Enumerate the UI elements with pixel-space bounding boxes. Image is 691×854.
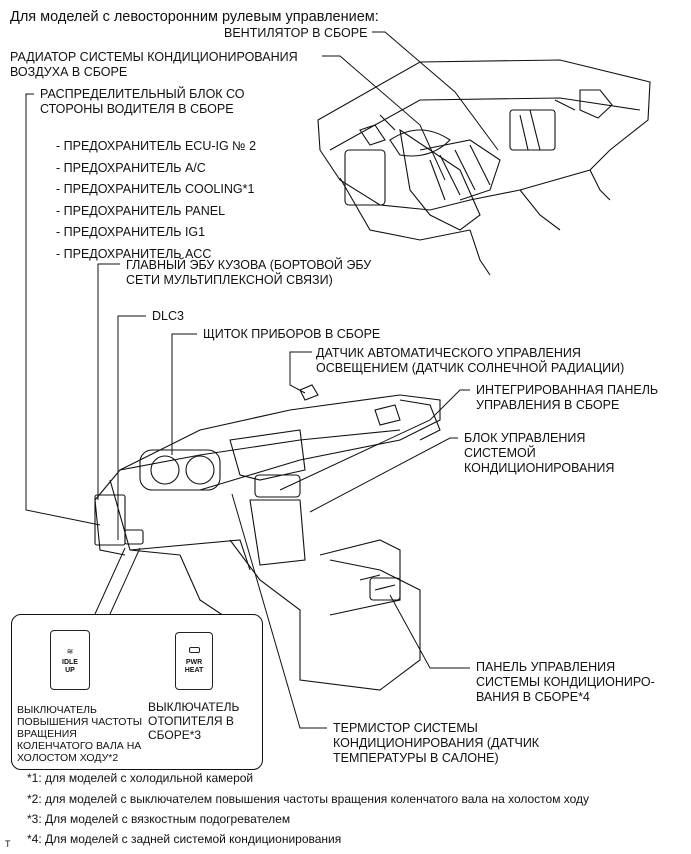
label-rear-ac-panel-line-3: ВАНИЯ В СБОРЕ*4 xyxy=(476,690,590,704)
label-thermistor-line-3: ТЕМПЕРАТУРЫ В САЛОНЕ) xyxy=(333,751,499,765)
label-integrated-panel-line-2: УПРАВЛЕНИЯ В СБОРЕ xyxy=(476,398,620,412)
pwr-heat-indicator-icon xyxy=(189,647,200,653)
label-integrated-panel: ИНТЕГРИРОВАННАЯ ПАНЕЛЬ УПРАВЛЕНИЯ В СБОР… xyxy=(476,383,658,413)
fuse-item: - ПРЕДОХРАНИТЕЛЬ IG1 xyxy=(56,225,206,239)
corner-mark: T xyxy=(5,839,11,849)
pwr-heat-button-line-2: HEAT xyxy=(184,667,204,674)
footnote-4: *4: Для моделей с задней системой кондиц… xyxy=(27,832,342,846)
label-heater-switch: ВЫКЛЮЧАТЕЛЬ ОТОПИТЕЛЯ В СБОРЕ*3 xyxy=(148,700,239,742)
label-idle-up-switch-line-5: ХОЛОСТОМ ХОДУ*2 xyxy=(17,752,119,764)
label-idle-up-switch-line-2: ПОВЫШЕНИЯ ЧАСТОТЫ xyxy=(17,716,143,728)
label-ac-control-unit-line-2: СИСТЕМОЙ xyxy=(464,446,536,460)
label-integrated-panel-line-1: ИНТЕГРИРОВАННАЯ ПАНЕЛЬ xyxy=(476,383,659,397)
label-idle-up-switch-line-4: КОЛЕНЧАТОГО ВАЛА НА xyxy=(17,740,142,752)
leader-lines xyxy=(25,31,499,729)
label-heater-switch-line-2: ОТОПИТЕЛЯ В xyxy=(148,714,234,728)
fuse-item: - ПРЕДОХРАНИТЕЛЬ ECU-IG № 2 xyxy=(56,139,257,153)
upper-dashboard-drawing xyxy=(317,59,651,276)
label-heater-switch-line-3: СБОРЕ*3 xyxy=(148,728,202,742)
fuse-item: - ПРЕДОХРАНИТЕЛЬ PANEL xyxy=(56,203,226,218)
label-thermistor: ТЕРМИСТОР СИСТЕМЫ КОНДИЦИОНИРОВАНИЯ (ДАТ… xyxy=(333,721,539,766)
idle-up-switch-button: ≋ IDLE UP xyxy=(50,630,90,690)
label-combination-meter: ЩИТОК ПРИБОРОВ В СБОРЕ xyxy=(203,327,381,341)
idle-up-button-line-2: UP xyxy=(65,667,75,674)
label-heater-switch-line-1: ВЫКЛЮЧАТЕЛЬ xyxy=(148,700,240,714)
page-heading: Для моделей с левосторонним рулевым упра… xyxy=(10,9,379,25)
label-rear-ac-panel-line-1: ПАНЕЛЬ УПРАВЛЕНИЯ xyxy=(476,660,616,674)
fuse-list: - ПРЕДОХРАНИТЕЛЬ ECU-IG № 2 - ПРЕДОХРАНИ… xyxy=(56,136,256,265)
label-dlc3: DLC3 xyxy=(152,309,184,323)
label-main-body-ecu: ГЛАВНЫЙ ЭБУ КУЗОВА (БОРТОВОЙ ЭБУ СЕТИ МУ… xyxy=(126,258,371,288)
fuse-item: - ПРЕДОХРАНИТЕЛЬ COOLING*1 xyxy=(56,182,255,196)
label-ac-control-unit-line-1: БЛОК УПРАВЛЕНИЯ xyxy=(464,431,586,445)
lower-dashboard-drawing xyxy=(94,384,441,691)
label-light-sensor-line-1: ДАТЧИК АВТОМАТИЧЕСКОГО УПРАВЛЕНИЯ xyxy=(316,346,581,360)
footnote-3: *3: Для моделей с вязкостным подогревате… xyxy=(27,812,291,826)
label-idle-up-switch-line-1: ВЫКЛЮЧАТЕЛЬ xyxy=(17,704,97,716)
label-radiator-line-1: РАДИАТОР СИСТЕМЫ КОНДИЦИОНИРОВАНИЯ xyxy=(10,50,298,64)
pwr-heat-button-line-1: PWR xyxy=(185,659,203,666)
label-light-sensor-line-2: ОСВЕЩЕНИЕМ (ДАТЧИК СОЛНЕЧНОЙ РАДИАЦИИ) xyxy=(316,361,625,375)
label-thermistor-line-1: ТЕРМИСТОР СИСТЕМЫ xyxy=(333,721,478,735)
label-light-sensor: ДАТЧИК АВТОМАТИЧЕСКОГО УПРАВЛЕНИЯ ОСВЕЩЕ… xyxy=(316,346,624,376)
footnote-1: *1: для моделей с холодильной камерой xyxy=(27,771,254,785)
fuse-item: - ПРЕДОХРАНИТЕЛЬ A/C xyxy=(56,160,206,175)
label-main-body-ecu-line-2: СЕТИ МУЛЬТИПЛЕКСНОЙ СВЯЗИ) xyxy=(126,273,333,287)
idle-up-button-line-1: IDLE xyxy=(62,659,78,666)
label-ac-control-unit-line-3: КОНДИЦИОНИРОВАНИЯ xyxy=(464,461,615,475)
label-idle-up-switch: ВЫКЛЮЧАТЕЛЬ ПОВЫШЕНИЯ ЧАСТОТЫ ВРАЩЕНИЯ К… xyxy=(17,704,142,764)
label-junction-block-line-2: СТОРОНЫ ВОДИТЕЛЯ В СБОРЕ xyxy=(40,102,234,116)
label-thermistor-line-2: КОНДИЦИОНИРОВАНИЯ (ДАТЧИК xyxy=(333,736,540,750)
label-rear-ac-panel: ПАНЕЛЬ УПРАВЛЕНИЯ СИСТЕМЫ КОНДИЦИОНИРО- … xyxy=(476,660,655,705)
label-junction-block-line-1: РАСПРЕДЕЛИТЕЛЬНЫЙ БЛОК СО xyxy=(40,87,245,101)
label-fan: ВЕНТИЛЯТОР В СБОРЕ xyxy=(224,26,368,40)
label-ac-control-unit: БЛОК УПРАВЛЕНИЯ СИСТЕМОЙ КОНДИЦИОНИРОВАН… xyxy=(464,431,614,476)
footnote-2: *2: для моделей с выключателем повышения… xyxy=(27,792,590,806)
idle-up-heat-icon: ≋ xyxy=(66,647,74,656)
fuse-item: - ПРЕДОХРАНИТЕЛЬ ACC xyxy=(56,246,212,261)
label-radiator: РАДИАТОР СИСТЕМЫ КОНДИЦИОНИРОВАНИЯ ВОЗДУ… xyxy=(10,50,298,80)
label-radiator-line-2: ВОЗДУХА В СБОРЕ xyxy=(10,65,128,79)
label-idle-up-switch-line-3: ВРАЩЕНИЯ xyxy=(17,728,77,740)
label-main-body-ecu-line-1: ГЛАВНЫЙ ЭБУ КУЗОВА (БОРТОВОЙ ЭБУ xyxy=(126,258,372,272)
pwr-heat-switch-button: PWR HEAT xyxy=(175,632,213,690)
label-junction-block: РАСПРЕДЕЛИТЕЛЬНЫЙ БЛОК СО СТОРОНЫ ВОДИТЕ… xyxy=(40,87,245,117)
label-rear-ac-panel-line-2: СИСТЕМЫ КОНДИЦИОНИРО- xyxy=(476,675,655,689)
